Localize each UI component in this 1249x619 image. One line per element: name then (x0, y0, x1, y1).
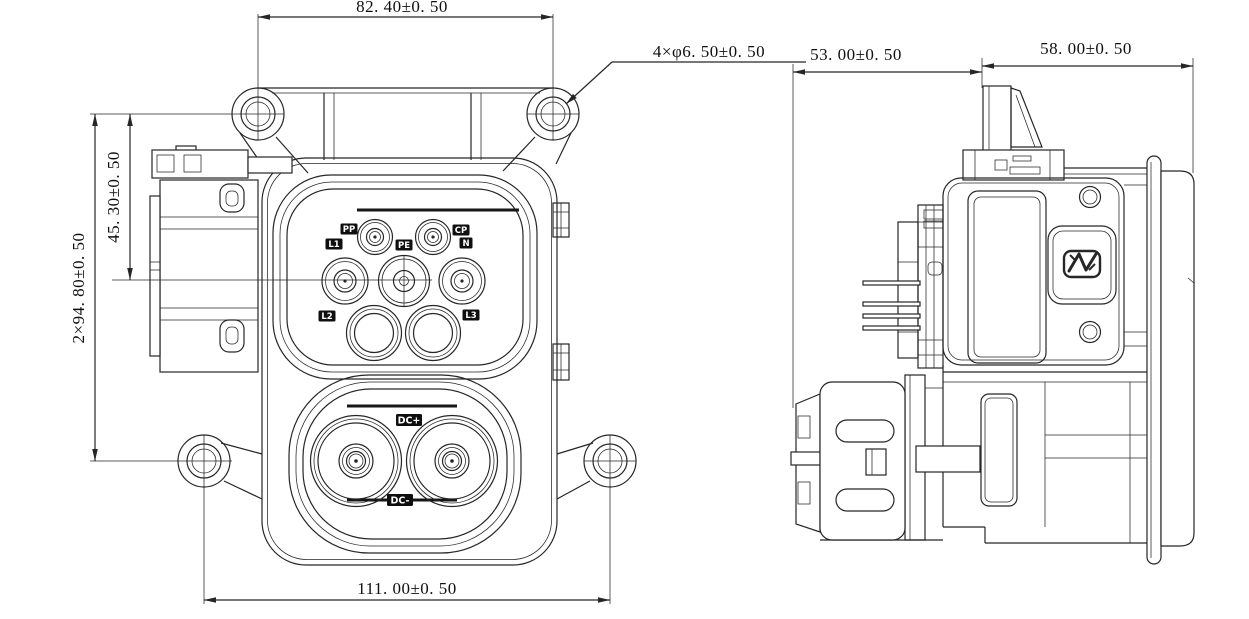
dim-bottom-width: 111. 00±0. 50 (357, 579, 457, 598)
terminal-pins (862, 280, 921, 331)
pin-cp (414, 218, 452, 256)
pin-dc-minus (405, 414, 499, 508)
pin-l1 (321, 257, 369, 305)
pin-label-pp: PP (343, 225, 355, 235)
screw-boss-bottom (1078, 320, 1102, 344)
connector-body (261, 157, 570, 566)
pin-l3 (404, 304, 462, 362)
pin-label-l3: L3 (465, 311, 476, 321)
ccs2-face (272, 174, 538, 554)
rear-housing (942, 177, 1125, 366)
type2-top-lobe (272, 174, 538, 380)
left-wire-connector (149, 145, 293, 373)
side-clip-top (552, 202, 570, 238)
pin-label-cp: CP (455, 226, 467, 236)
pin-labels: PP CP L1 PE N L2 L3 DC+ DC- (318, 223, 480, 507)
pin-label-dc-plus: DC+ (398, 416, 421, 427)
harness-connector (790, 374, 981, 541)
dc-bottom-lobe (288, 374, 522, 554)
terminal-blocks (862, 204, 944, 369)
pin-pp (356, 218, 394, 256)
dim-ear-pitch: 2×94. 80±0. 50 (69, 233, 88, 344)
side-clip-bottom (552, 343, 570, 381)
pin-label-n: N (462, 239, 469, 249)
top-bracket (239, 87, 572, 174)
side-view: 53. 00±0. 50 58. 00±0. 50 (790, 39, 1195, 565)
pin-label-pe: PE (398, 241, 410, 251)
centerlines (112, 256, 432, 306)
screw-boss-top (1078, 185, 1102, 209)
pin-dc-plus (309, 414, 403, 508)
pin-label-dc-minus: DC- (390, 496, 409, 507)
mounting-flange (1146, 155, 1195, 565)
bottom-ear-brackets (220, 442, 594, 500)
dim-front-depth: 58. 00±0. 50 (1040, 39, 1132, 58)
dim-center-height: 45. 30±0. 50 (104, 151, 123, 243)
side-dimensions: 53. 00±0. 50 58. 00±0. 50 (792, 39, 1194, 408)
pin-n (438, 257, 486, 305)
pin-label-l2: L2 (321, 312, 332, 322)
dim-top-width: 82. 40±0. 50 (356, 0, 448, 16)
front-dimensions: 82. 40±0. 50 4×φ6. 50±0. 50 45. 30±0. 50… (69, 0, 806, 604)
brand-logo-badge (1062, 249, 1102, 279)
latch-lever (962, 85, 1065, 181)
dim-rear-depth: 53. 00±0. 50 (810, 45, 902, 64)
front-view: 82. 40±0. 50 4×φ6. 50±0. 50 45. 30±0. 50… (69, 0, 806, 604)
pin-label-l1: L1 (328, 240, 339, 250)
pin-l2 (345, 304, 403, 362)
dim-hole-callout: 4×φ6. 50±0. 50 (653, 42, 765, 61)
mid-body (942, 167, 1147, 544)
